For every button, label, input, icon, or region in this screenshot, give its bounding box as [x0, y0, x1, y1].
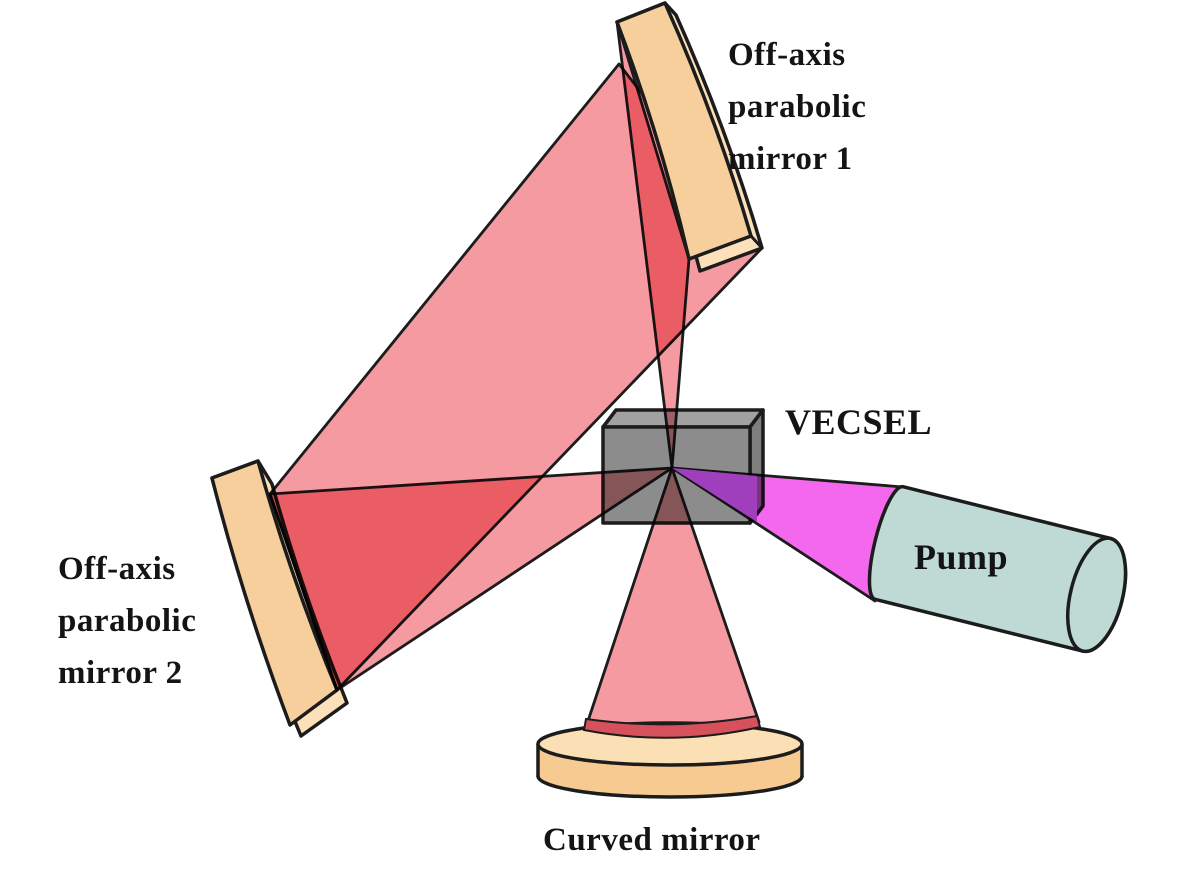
parabolic-mirror-1-edge-line — [749, 234, 764, 250]
mirror-2-label-line2: parabolic — [58, 603, 197, 639]
mirror-2-label: Off-axis parabolic mirror 2 — [58, 543, 196, 699]
beam-mirror2-to-vecsel — [268, 466, 674, 692]
beam-mirror1-to-vecsel — [615, 20, 691, 470]
mirror-2-label-line3: mirror 2 — [58, 655, 183, 691]
vecsel-cube-top-face — [601, 408, 765, 429]
mirror-1-label-line3: mirror 1 — [728, 141, 853, 177]
mirror-1-label-line2: parabolic — [728, 89, 867, 125]
pump-source — [867, 484, 1128, 654]
beam-footprint-on-curved-mirror — [582, 714, 762, 739]
parabolic-mirror-2-face — [210, 459, 339, 727]
parabolic-mirror-2 — [210, 459, 349, 738]
pump-label: Pump — [914, 537, 1009, 577]
vecsel-label: VECSEL — [785, 402, 933, 442]
mirror-1-label: Off-axis parabolic mirror 1 — [728, 29, 866, 185]
pump-beam-vecsel-overlap — [672, 468, 757, 522]
curved-mirror-label: Curved mirror — [543, 822, 761, 858]
pump-cylinder-end-cap — [1066, 536, 1128, 654]
parabolic-mirror-1 — [615, 1, 764, 273]
vecsel-cube — [601, 408, 765, 525]
curved-mirror — [536, 714, 804, 799]
mirror-2-label-line1: Off-axis — [58, 551, 176, 587]
mirror-1-label-line1: Off-axis — [728, 37, 846, 73]
